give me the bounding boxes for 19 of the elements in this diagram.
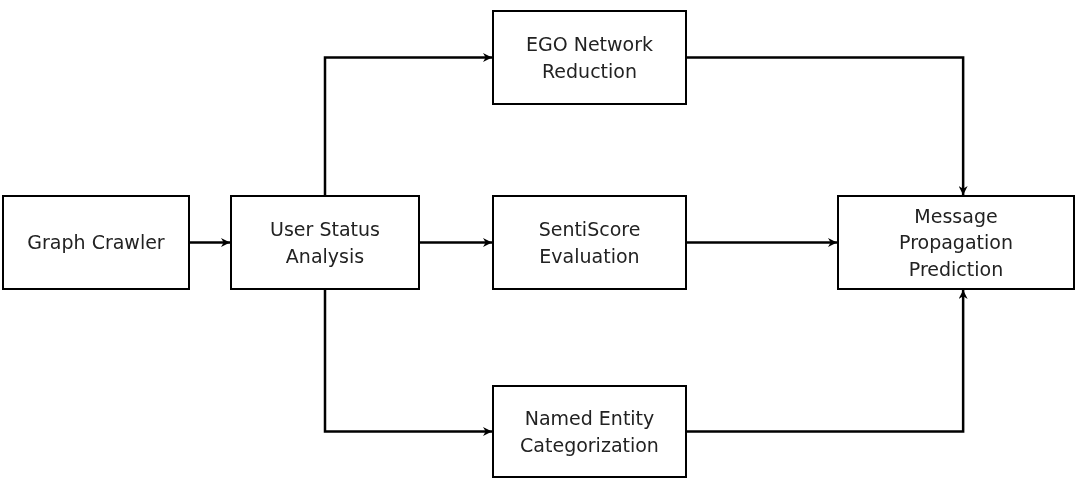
box-label: Graph Crawler	[27, 230, 165, 256]
process-box	[837, 195, 1075, 290]
arrow	[687, 56, 968, 195]
box-label: User Status Analysis	[269, 216, 381, 269]
box-label: SentiScore Evaluation	[537, 216, 642, 269]
box-label: Named Entity Categorization	[519, 405, 660, 458]
box-label: Message Propagation Prediction	[898, 203, 1014, 282]
arrow	[323, 290, 492, 436]
arrow	[420, 238, 492, 247]
process-box	[2, 195, 190, 290]
arrow	[687, 238, 837, 247]
process-box	[230, 195, 420, 290]
box-label: EGO Network Reduction	[524, 31, 655, 84]
process-box	[492, 10, 687, 105]
arrow	[687, 290, 968, 433]
arrow	[190, 238, 230, 247]
process-box	[492, 195, 687, 290]
process-box	[492, 385, 687, 478]
arrow	[323, 53, 492, 195]
